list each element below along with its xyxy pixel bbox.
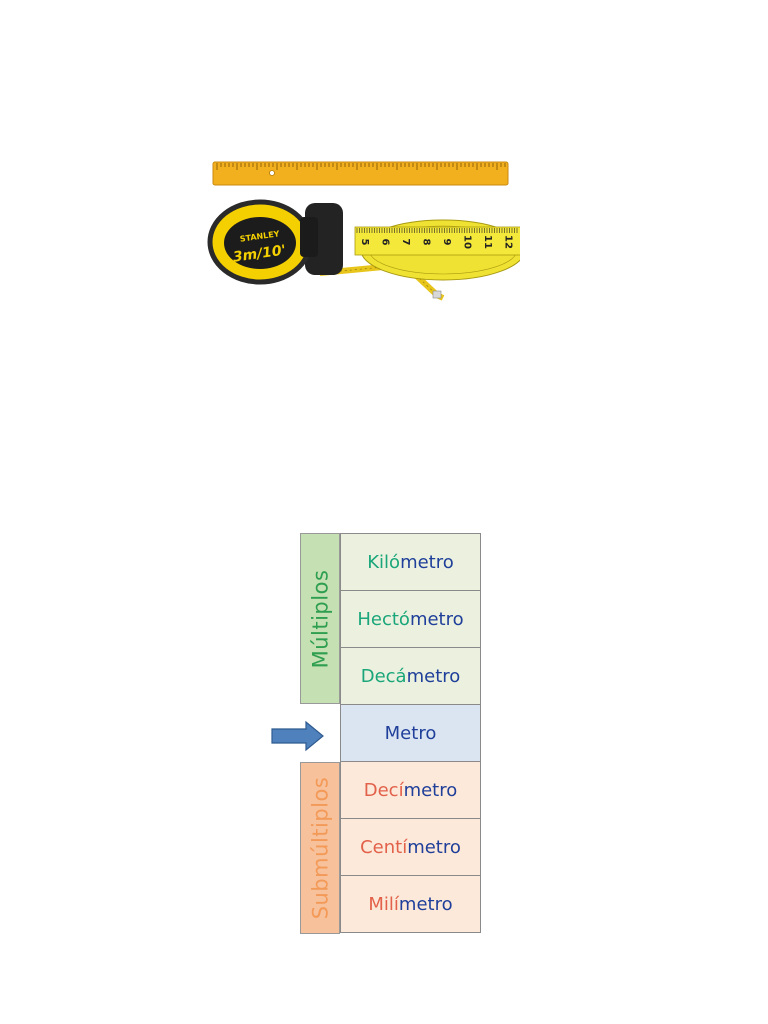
unit-cell-metro: Metro (340, 704, 481, 762)
tape-number: 5 (359, 239, 370, 246)
submultiples-group-label: Submúltiplos (300, 762, 340, 934)
unit-prefix: Kiló (367, 552, 400, 573)
unit-root: metro (404, 780, 458, 801)
unit-root: metro (407, 837, 461, 858)
tape-number: 11 (482, 235, 493, 249)
unit-prefix: Centí (360, 837, 407, 858)
coiled-tape-illustration: 5 6 7 8 9 10 11 12 (355, 220, 520, 280)
tape-number: 6 (380, 239, 391, 246)
ruler-illustration (213, 162, 508, 185)
tape-number: 10 (462, 235, 473, 249)
unit-root: metro (399, 894, 453, 915)
tape-number: 12 (503, 235, 514, 249)
unit-prefix: Decí (364, 780, 404, 801)
unit-prefix: Decá (361, 666, 407, 687)
unit-root: metro (410, 609, 464, 630)
unit-root: metro (407, 666, 461, 687)
unit-prefix: Hectó (357, 609, 410, 630)
tape-number: 7 (400, 239, 411, 246)
multiples-group-label: Múltiplos (300, 533, 340, 704)
tape-number: 8 (421, 239, 432, 246)
arrow-right-icon (270, 720, 326, 752)
submultiples-label: Submúltiplos (308, 777, 332, 920)
multiples-label: Múltiplos (308, 569, 332, 668)
base-unit-label: Metro (385, 723, 437, 744)
unit-prefix: Milí (368, 894, 399, 915)
tape-number: 9 (441, 239, 452, 246)
unit-root: metro (400, 552, 454, 573)
